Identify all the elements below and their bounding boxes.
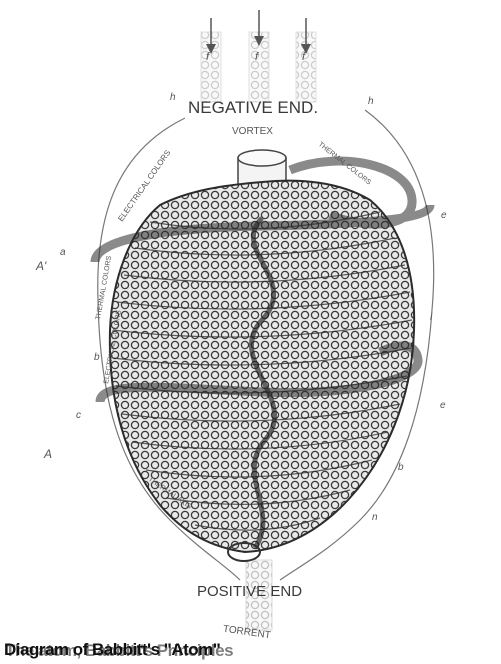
letter-a-small: a <box>60 247 66 258</box>
letter-h-left: h <box>170 92 176 103</box>
letter-i: i <box>430 312 433 323</box>
vortex-label: VORTEX <box>232 126 273 137</box>
letter-c: c <box>76 410 81 421</box>
letter-e-lower: e <box>440 400 446 411</box>
letter-a: A <box>43 447 52 461</box>
letter-b-left: b <box>94 352 100 363</box>
figure-caption: Diagram of Babbitt's "Atom" The atom, Ba… <box>4 640 497 662</box>
incoming-streams <box>201 10 316 102</box>
letter-h-right: h <box>368 96 374 107</box>
letter-e-upper: e <box>441 210 447 221</box>
caption-line-b: The atom, Babbitt's Principles <box>5 641 233 661</box>
positive-end-label: POSITIVE END <box>197 583 302 600</box>
letter-b-right: b <box>398 462 404 473</box>
letter-n: n <box>372 512 378 523</box>
vortex-top <box>238 150 286 166</box>
negative-end-label: NEGATIVE END. <box>188 98 318 117</box>
letter-a-prime: A' <box>35 259 47 273</box>
